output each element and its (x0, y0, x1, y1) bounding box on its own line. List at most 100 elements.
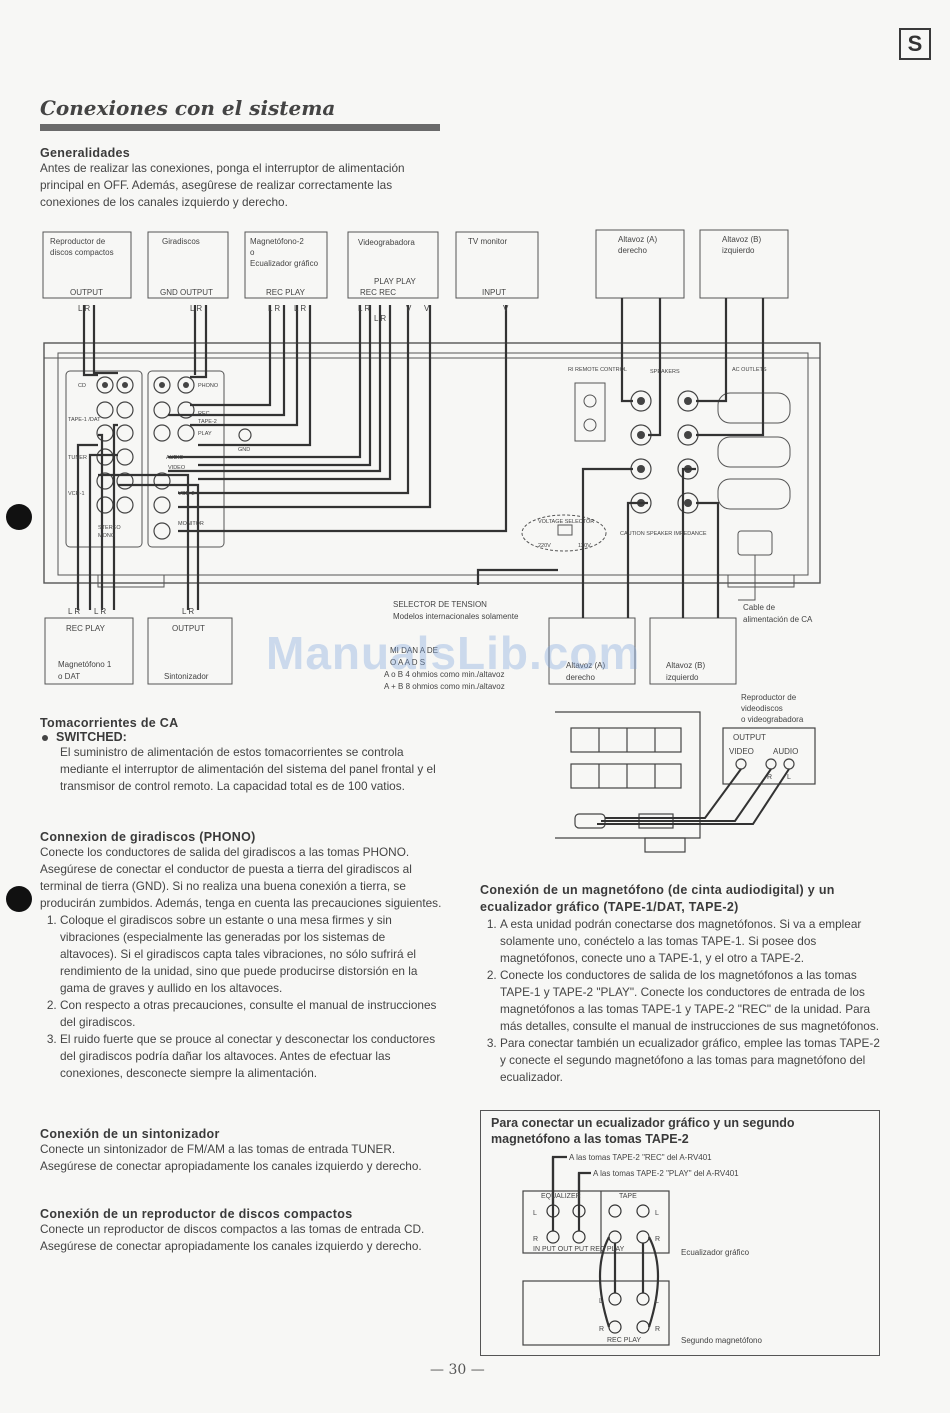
panel-tape2: TAPE-2 (198, 419, 217, 425)
tape-l: L (599, 1298, 603, 1305)
general-heading: Generalidades (40, 146, 131, 160)
box-turntable-port: GND OUTPUT (160, 288, 213, 297)
box-cd-line1: Reproductor de (50, 237, 106, 246)
panel-gnd: GND (238, 447, 250, 453)
list-item: A esta unidad podrán conectarse dos magn… (500, 916, 880, 967)
panel-monitor: MONITOR (178, 521, 204, 527)
box-cd-line2: discos compactos (50, 248, 114, 257)
panel-220v: 220V (538, 543, 551, 549)
box-vcr: Videograbadora (358, 238, 415, 247)
lr-label: L R (94, 607, 106, 616)
box-spk-b-bottom-1: Altavoz (B) (666, 661, 705, 670)
panel-voltage: VOLTAGE SELECTOR (538, 519, 594, 525)
impedance-4: A + B 8 ohmios como min./altavoz (384, 682, 505, 691)
panel-vcr2: VCR-2 (178, 491, 195, 497)
impedance-2: O A A D S (390, 658, 425, 667)
box-tape1-port: REC PLAY (66, 624, 106, 633)
box-tape2-line1: Magnetófono-2 (250, 237, 304, 246)
box-spk-b-top-2: izquierdo (722, 246, 755, 255)
box-spk-a-top-2: derecho (618, 246, 647, 255)
general-section: Generalidades Antes de realizar las cone… (40, 146, 440, 211)
box-tape2-line3: Ecualizador gráfico (250, 259, 319, 268)
panel-remote: RI REMOTE CONTROL (568, 367, 627, 373)
tuner-section: Conexión de un sintonizador Conecte un s… (40, 1127, 442, 1175)
panel-tape1: TAPE-1 /DAT (68, 417, 101, 423)
tape-name: Segundo magnetófono (681, 1336, 763, 1345)
connection-diagram: Reproductor de discos compactos OUTPUT G… (42, 229, 821, 691)
ac-section: Tomacorrientes de CA SWITCHED: El sumini… (40, 716, 442, 795)
eq-name: Ecualizador gráfico (681, 1248, 750, 1257)
general-text: Antes de realizar las conexiones, ponga … (40, 161, 405, 209)
tape-section: Conexión de un magnetófono (de cinta aud… (480, 882, 880, 1086)
tape-r: R (599, 1326, 604, 1333)
punch-hole (6, 504, 32, 530)
watermark: ManualsLib.com (266, 627, 641, 679)
tape-heading: Conexión de un magnetófono (de cinta aud… (480, 883, 835, 914)
lr-label: L R (358, 304, 370, 313)
ac-cable-1: Cable de (743, 603, 776, 612)
panel-vcr1: VCR-1 (68, 491, 85, 497)
panel-video: VIDEO (168, 465, 186, 471)
lr-label: L R (294, 304, 306, 313)
phono-p2: Asegúrese de conectar el conductor de pu… (40, 862, 442, 910)
phono-list: Coloque el giradiscos sobre un estante o… (40, 912, 442, 1082)
phono-section: Connexion de giradiscos (PHONO) Conecte … (40, 830, 442, 1082)
box-tape2-port: REC PLAY (266, 288, 306, 297)
phono-p1: Conecte los conductores de salida del gi… (40, 845, 410, 859)
box-vcr-port-top: PLAY PLAY (374, 277, 416, 286)
lr-label: L R (68, 607, 80, 616)
cd-text: Conecte un reproductor de discos compact… (40, 1222, 425, 1253)
punch-hole (6, 886, 32, 912)
list-item: Conecte los conductores de salida de los… (500, 967, 880, 1035)
bullet-icon (42, 734, 48, 741)
panel-speakers: SPEAKERS (650, 369, 680, 375)
box-tuner-name: Sintonizador (164, 672, 209, 681)
ac-cable-2: alimentación de CA (743, 615, 813, 624)
box-tv: TV monitor (468, 237, 507, 246)
ac-heading: Tomacorrientes de CA (40, 716, 179, 730)
phono-heading: Connexion de giradiscos (PHONO) (40, 830, 256, 844)
video-recorder-diagram: Reproductor de videodiscos o videograbad… (555, 693, 816, 853)
equalizer-diagram: A las tomas TAPE-2 "REC" del A-RV401 A l… (522, 1153, 763, 1346)
eq-rec-label: A las tomas TAPE-2 "REC" del A-RV401 (569, 1153, 712, 1162)
eq-r: R (655, 1236, 660, 1243)
lr-label: L R (374, 314, 386, 323)
vd-caption-2: videodiscos (741, 704, 783, 713)
tape-l: L (655, 1298, 659, 1305)
cd-section: Conexión de un reproductor de discos com… (40, 1207, 442, 1255)
panel-tuner: TUNER (68, 455, 87, 461)
v-label: V (406, 304, 412, 313)
equalizer-connection-box: Para conectar un ecualizador gráfico y u… (480, 1110, 880, 1356)
panel-120v: 120V (578, 543, 591, 549)
box-cd-port: OUTPUT (70, 288, 103, 297)
eq-l: L (655, 1210, 659, 1217)
eq-title: Para conectar un ecualizador gráfico y u… (491, 1116, 795, 1146)
vd-video: VIDEO (729, 747, 754, 756)
box-tape2-line2: o (250, 248, 255, 257)
panel-caution: CAUTION SPEAKER IMPEDANCE (620, 531, 707, 537)
box-tape1-name-2: o DAT (58, 672, 80, 681)
list-item: Con respecto a otras precauciones, consu… (60, 997, 442, 1031)
lr-label: L R (268, 304, 280, 313)
cd-heading: Conexión de un reproductor de discos com… (40, 1207, 353, 1221)
vd-output: OUTPUT (733, 733, 766, 742)
box-vcr-port: REC REC (360, 288, 396, 297)
tuner-heading: Conexión de un sintonizador (40, 1127, 220, 1141)
box-turntable: Giradiscos (162, 237, 200, 246)
vd-r: R (767, 774, 772, 781)
tape-r: R (655, 1326, 660, 1333)
page-number: — 30 — (430, 1362, 485, 1378)
panel-cd: CD (78, 383, 86, 389)
impedance-3: A o B 4 ohmios como min./altavoz (384, 670, 505, 679)
eq-play-label: A las tomas TAPE-2 "PLAY" del A-RV401 (593, 1169, 739, 1178)
panel-mono: MONO (98, 533, 116, 539)
voltage-label-1: SELECTOR DE TENSION (393, 600, 487, 609)
lr-label: L R (78, 304, 90, 313)
voltage-label-2: Modelos internacionales solamente (393, 612, 519, 621)
box-spk-a-bottom-2: derecho (566, 673, 595, 682)
panel-ac: AC OUTLETS (732, 367, 767, 373)
box-spk-b-bottom-2: izquierdo (666, 673, 699, 682)
vd-audio: AUDIO (773, 747, 798, 756)
list-item: El ruido fuerte que se prouce al conecta… (60, 1031, 442, 1082)
vd-caption-1: Reproductor de (741, 693, 797, 702)
